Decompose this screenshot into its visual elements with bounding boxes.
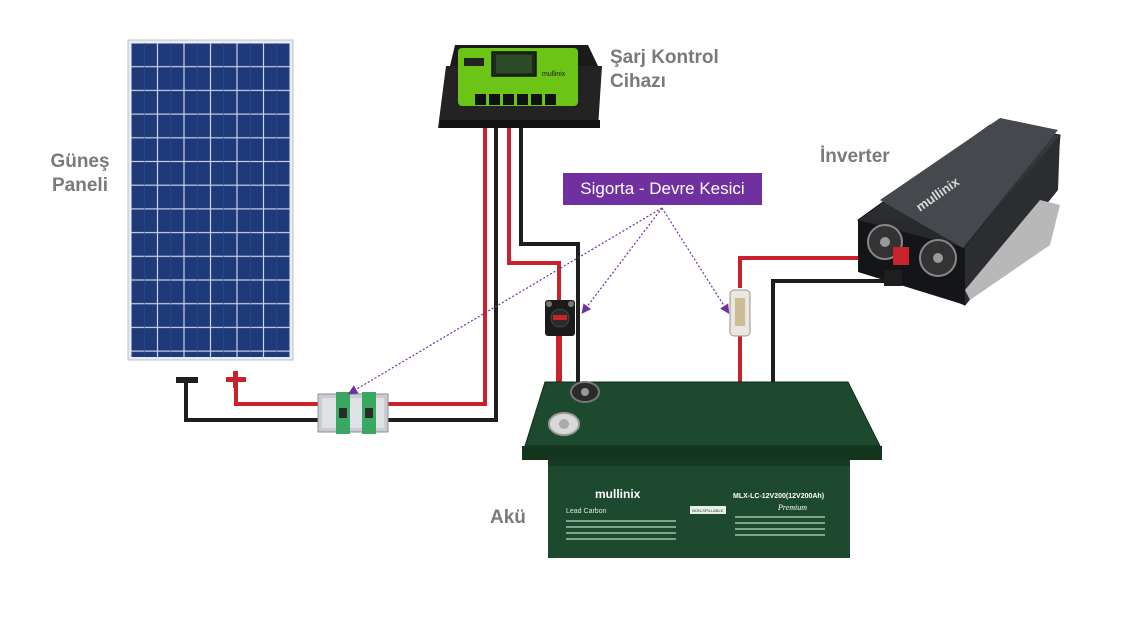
label-charge-controller-line2: Cihazı bbox=[610, 71, 666, 92]
panel-terminals bbox=[176, 371, 246, 388]
fuse-callout-box: Sigorta - Devre Kesici bbox=[563, 173, 762, 205]
fuse-callout-arrows bbox=[347, 207, 730, 395]
label-charge-controller: Şarj Kontrol Cihazı bbox=[610, 46, 719, 94]
dc-breaker bbox=[317, 392, 389, 434]
fuse-callout-text: Sigorta - Devre Kesici bbox=[580, 179, 745, 198]
label-battery: Akü bbox=[490, 507, 526, 528]
battery-brand-text: mullinix bbox=[595, 487, 641, 501]
battery-type-text: Lead Carbon bbox=[566, 508, 607, 515]
charge-controller: mullinix bbox=[438, 45, 602, 128]
negative-terminal-symbol bbox=[176, 377, 198, 383]
controller-brand-text: mullinix bbox=[542, 71, 566, 78]
label-solar-panel: Güneş Paneli bbox=[40, 150, 120, 198]
wire-panel-positive bbox=[234, 388, 330, 406]
label-solar-panel-line2: Paneli bbox=[52, 175, 108, 196]
circuit-breaker bbox=[545, 300, 575, 336]
inverter: mullinix bbox=[857, 118, 1061, 306]
wire-controller-battery-negative bbox=[519, 125, 580, 385]
label-inverter: İnverter bbox=[820, 146, 890, 167]
wire-controller-battery-positive bbox=[507, 125, 561, 300]
label-charge-controller-line1: Şarj Kontrol bbox=[610, 47, 719, 68]
battery-model-text: MLX-LC-12V200(12V200Ah) bbox=[733, 493, 824, 500]
battery: mullinix MLX-LC-12V200(12V200Ah) Lead Ca… bbox=[522, 381, 882, 558]
solar-panel bbox=[127, 39, 294, 361]
wire-breaker-controller-positive bbox=[385, 125, 487, 406]
inline-fuse bbox=[729, 289, 751, 337]
wire-breaker-controller-negative bbox=[385, 125, 498, 422]
battery-badge-text: NON-SPILLABLE bbox=[692, 508, 724, 513]
label-solar-panel-line1: Güneş bbox=[50, 151, 110, 172]
battery-grade-text: Premium bbox=[777, 503, 807, 512]
wire-panel-negative bbox=[184, 383, 330, 422]
